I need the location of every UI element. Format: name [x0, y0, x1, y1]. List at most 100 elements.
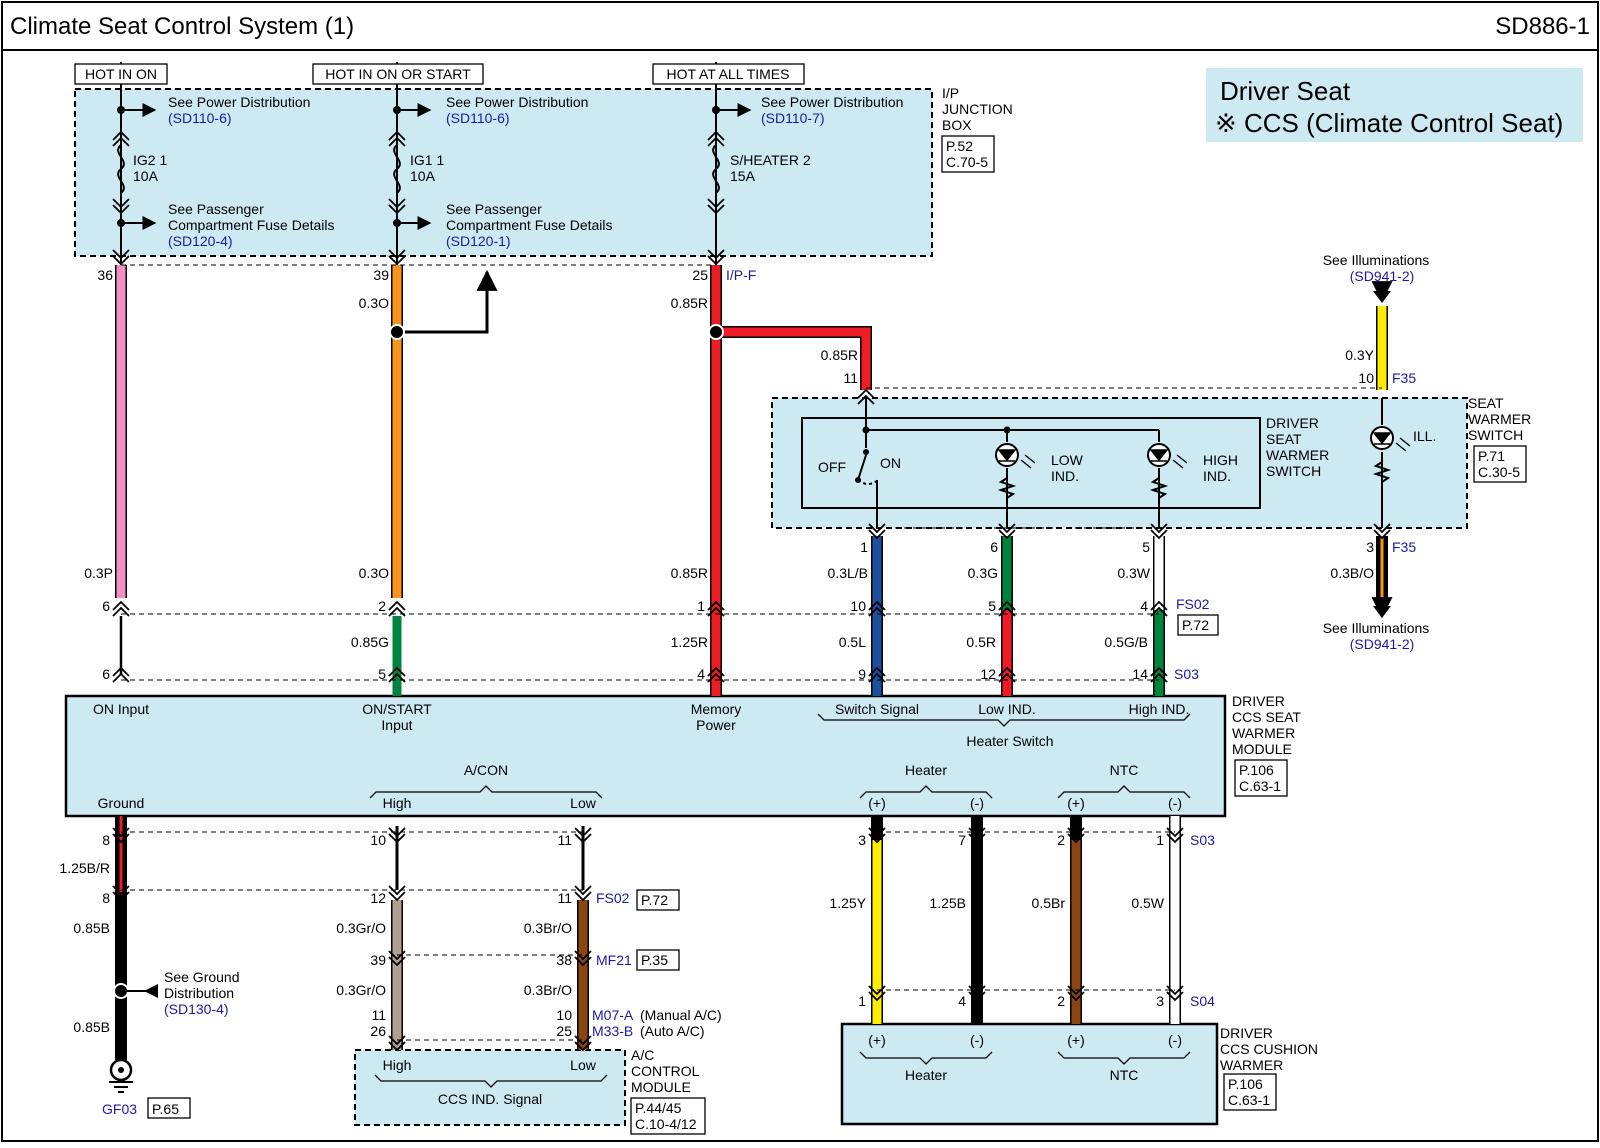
- svg-text:(-): (-): [970, 795, 984, 811]
- svg-text:2: 2: [378, 598, 386, 614]
- svg-text:Ground: Ground: [98, 795, 145, 811]
- svg-text:39: 39: [370, 952, 386, 968]
- svg-text:WARMER: WARMER: [1266, 447, 1329, 463]
- svg-text:12: 12: [370, 890, 386, 906]
- tag-hot-in-on-or-start: HOT IN ON OR START: [325, 66, 471, 82]
- ref-boxes: [74, 63, 1527, 1135]
- svg-text:(-): (-): [970, 1032, 984, 1048]
- svg-text:0.3O: 0.3O: [359, 295, 389, 311]
- svg-text:8: 8: [102, 832, 110, 848]
- svg-text:0.3G: 0.3G: [968, 565, 998, 581]
- svg-text:Heater: Heater: [905, 762, 947, 778]
- svg-text:10: 10: [1358, 370, 1374, 386]
- svg-text:F35: F35: [1392, 370, 1416, 386]
- svg-text:(Manual A/C): (Manual A/C): [640, 1007, 722, 1023]
- svg-text:11: 11: [557, 832, 572, 848]
- diagram-title: Climate Seat Control System (1): [10, 13, 354, 40]
- svg-text:3: 3: [1156, 993, 1164, 1009]
- svg-text:See Power Distribution: See Power Distribution: [168, 94, 310, 110]
- svg-text:15A: 15A: [730, 168, 756, 184]
- svg-text:Low: Low: [570, 795, 597, 811]
- svg-text:P.65: P.65: [152, 1101, 179, 1117]
- svg-text:(+): (+): [868, 1032, 886, 1048]
- svg-text:CCS IND. Signal: CCS IND. Signal: [438, 1091, 542, 1107]
- svg-text:(+): (+): [868, 795, 886, 811]
- svg-text:CCS CUSHION: CCS CUSHION: [1220, 1041, 1318, 1057]
- svg-text:0.5R: 0.5R: [966, 634, 996, 650]
- svg-text:4: 4: [1140, 598, 1148, 614]
- driver-seat-warmer-switch-inner: [801, 417, 1261, 509]
- svg-text:FS02: FS02: [596, 890, 630, 906]
- svg-text:GF03: GF03: [102, 1101, 137, 1117]
- svg-text:ON Input: ON Input: [93, 701, 149, 717]
- svg-text:Low: Low: [570, 1057, 597, 1073]
- info-box: Driver Seat ※ CCS (Climate Control Seat): [1206, 68, 1583, 142]
- svg-text:High IND.: High IND.: [1129, 701, 1190, 717]
- svg-text:LOW: LOW: [1051, 452, 1084, 468]
- svg-text:See Power Distribution: See Power Distribution: [446, 94, 588, 110]
- svg-text:0.85R: 0.85R: [671, 295, 708, 311]
- svg-text:P.35: P.35: [641, 952, 668, 968]
- ill-bottom-arrow-icon: [1373, 606, 1391, 618]
- svg-text:0.5W: 0.5W: [1131, 895, 1164, 911]
- svg-text:1.25B/R: 1.25B/R: [59, 860, 110, 876]
- svg-text:0.85R: 0.85R: [671, 565, 708, 581]
- svg-text:See Power Distribution: See Power Distribution: [761, 94, 903, 110]
- svg-text:CONTROL: CONTROL: [631, 1063, 700, 1079]
- svg-text:P.106: P.106: [1239, 762, 1274, 778]
- fuse-sheater: [712, 144, 720, 194]
- svg-text:Compartment Fuse Details: Compartment Fuse Details: [168, 217, 335, 233]
- brackets: [369, 713, 1191, 1088]
- svg-text:1.25Y: 1.25Y: [829, 895, 866, 911]
- svg-text:P.44/45: P.44/45: [635, 1100, 682, 1116]
- ground-icon: [109, 1058, 133, 1093]
- svg-text:(SD120-4): (SD120-4): [168, 233, 233, 249]
- svg-text:(SD110-6): (SD110-6): [168, 110, 232, 126]
- svg-text:See Passenger: See Passenger: [446, 201, 542, 217]
- svg-text:7: 7: [958, 832, 966, 848]
- svg-text:WARMER: WARMER: [1232, 725, 1295, 741]
- svg-text:DRIVER: DRIVER: [1232, 693, 1285, 709]
- svg-text:DRIVER: DRIVER: [1266, 415, 1319, 431]
- svg-text:HIGH: HIGH: [1203, 452, 1238, 468]
- svg-text:5: 5: [988, 598, 996, 614]
- svg-text:36: 36: [97, 267, 113, 283]
- svg-text:I/P-F: I/P-F: [726, 267, 756, 283]
- info-ccs: ※ CCS (Climate Control Seat): [1215, 108, 1563, 138]
- svg-text:0.3Y: 0.3Y: [1345, 347, 1374, 363]
- svg-text:ILL.: ILL.: [1413, 428, 1436, 444]
- svg-text:0.85R: 0.85R: [821, 347, 858, 363]
- seat-warmer-switch-box: [771, 397, 1468, 529]
- svg-text:Compartment Fuse Details: Compartment Fuse Details: [446, 217, 613, 233]
- svg-text:WARMER: WARMER: [1220, 1057, 1283, 1073]
- svg-text:Input: Input: [381, 717, 412, 733]
- svg-text:CCS SEAT: CCS SEAT: [1232, 709, 1301, 725]
- svg-text:(+): (+): [1067, 795, 1085, 811]
- svg-text:C.63-1: C.63-1: [1239, 778, 1281, 794]
- svg-text:(SD110-7): (SD110-7): [761, 110, 825, 126]
- svg-text:Heater: Heater: [905, 1067, 947, 1083]
- svg-text:10: 10: [370, 832, 386, 848]
- svg-text:See Illuminations: See Illuminations: [1323, 620, 1430, 636]
- svg-text:1.25R: 1.25R: [671, 634, 708, 650]
- svg-text:JUNCTION: JUNCTION: [942, 101, 1013, 117]
- junction-box: [74, 88, 933, 257]
- svg-text:0.3L/B: 0.3L/B: [828, 565, 868, 581]
- svg-text:1: 1: [697, 598, 705, 614]
- svg-text:3: 3: [858, 832, 866, 848]
- svg-text:Power: Power: [696, 717, 736, 733]
- svg-text:0.85G: 0.85G: [351, 634, 389, 650]
- svg-text:SWITCH: SWITCH: [1266, 463, 1321, 479]
- led-icons: [995, 426, 1411, 469]
- svg-text:1: 1: [860, 539, 868, 555]
- svg-text:(SD941-2): (SD941-2): [1350, 268, 1415, 284]
- svg-text:IND.: IND.: [1203, 468, 1231, 484]
- svg-text:(SD120-1): (SD120-1): [446, 233, 511, 249]
- labels: HOT IN ON HOT IN ON OR START HOT AT ALL …: [59, 66, 1531, 1132]
- svg-text:14: 14: [1132, 666, 1148, 682]
- svg-text:Heater Switch: Heater Switch: [966, 733, 1053, 749]
- wire-orange-branch: [397, 269, 498, 334]
- ill-top-arrow-icon: [1373, 291, 1391, 303]
- svg-text:MODULE: MODULE: [631, 1079, 691, 1095]
